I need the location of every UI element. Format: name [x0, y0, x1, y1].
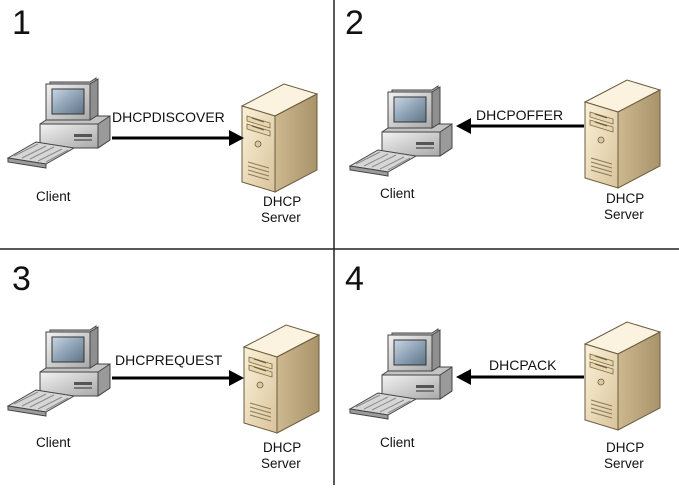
- message-label: DHCPOFFER: [476, 107, 563, 123]
- step-number: 4: [345, 260, 364, 298]
- message-label: DHCPDISCOVER: [112, 109, 225, 125]
- server-label-line2: Server: [604, 456, 644, 471]
- server-label-line1: DHCP: [606, 440, 644, 455]
- message-label: DHCPACK: [489, 357, 557, 373]
- quadrant-1: 1 DHCPDISCOVER Client DHCP Server: [7, 4, 318, 225]
- dhcp-server-icon: [241, 83, 318, 193]
- client-computer-icon: [349, 328, 453, 420]
- step-number: 3: [12, 260, 31, 298]
- dhcp-server-icon: [584, 321, 661, 431]
- server-label-line2: Server: [261, 210, 301, 225]
- arrowhead-icon: [229, 130, 244, 146]
- server-label-line1: DHCP: [263, 440, 301, 455]
- quadrant-4: 4 DHCPACK Client DHCP Server: [345, 260, 661, 471]
- client-label: Client: [36, 435, 71, 450]
- client-label: Client: [380, 186, 415, 201]
- client-label: Client: [36, 189, 71, 204]
- arrowhead-icon: [456, 369, 471, 385]
- client-computer-icon: [349, 85, 453, 177]
- arrowhead-icon: [229, 370, 244, 386]
- client-computer-icon: [7, 325, 111, 417]
- arrowhead-icon: [456, 118, 471, 134]
- message-label: DHCPREQUEST: [115, 352, 223, 368]
- step-number: 2: [345, 4, 364, 42]
- quadrant-3: 3 DHCPREQUEST Client DHCP Server: [7, 260, 320, 471]
- server-label-line1: DHCP: [263, 194, 301, 209]
- client-label: Client: [380, 435, 415, 450]
- server-label-line2: Server: [604, 207, 644, 222]
- server-label-line2: Server: [261, 456, 301, 471]
- dhcp-server-icon: [243, 324, 320, 434]
- client-computer-icon: [7, 77, 111, 169]
- step-number: 1: [12, 4, 31, 42]
- quadrant-2: 2 DHCPOFFER Client DHCP Server: [345, 4, 661, 222]
- server-label-line1: DHCP: [606, 191, 644, 206]
- dhcp-server-icon: [584, 79, 661, 189]
